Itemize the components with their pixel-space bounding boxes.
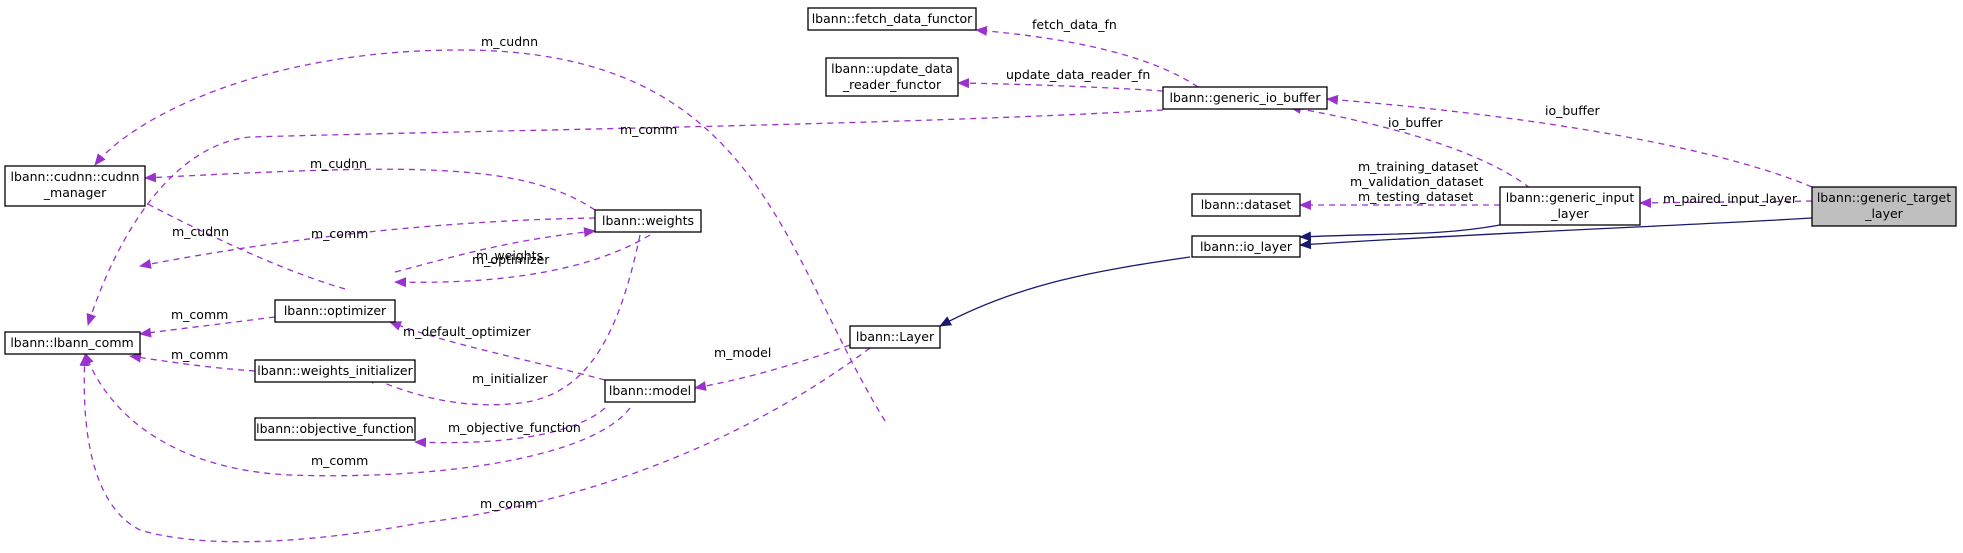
edge-label-m-model: m_model [714,345,771,360]
edge-label-fetch-data-fn: fetch_data_fn [1032,17,1117,32]
edge-label-m-cudnn-weights: m_cudnn [310,156,367,171]
edge-label-m-comm-optimizer: m_comm [171,307,228,322]
edge-label-m-optimizer: m_optimizer [472,252,550,267]
node-io-layer[interactable]: lbann::io_layer [1191,235,1301,258]
node-label: lbann::generic_io_buffer [1170,90,1322,105]
node-label: lbann::Layer [856,329,935,344]
edge-label-m-comm-model: m_comm [311,453,368,468]
edge-m-comm-weights: m_comm [139,217,596,269]
edge-datasets: m_training_dataset m_validation_dataset … [1299,159,1500,210]
node-label-line-2: _layer [1550,206,1589,221]
node-cudnn-manager[interactable]: lbann::cudnn::cudnn _manager [4,165,146,207]
node-label-line-2: _manager [43,185,107,200]
edge-label-update-data-reader-fn: update_data_reader_fn [1006,67,1150,82]
node-dataset[interactable]: lbann::dataset [1191,193,1301,217]
edge-label-m-comm-weights: m_comm [311,226,368,241]
edge-label-m-default-optimizer: m_default_optimizer [403,324,532,339]
edge-inherit-target-to-io-layer [1299,217,1813,250]
edge-m-model: m_model [694,344,851,391]
edge-m-cudnn-layer: m_cudnn [94,34,886,422]
edge-m-initializer: m_initializer [364,234,641,406]
node-label-line-1: lbann::cudnn::cudnn [11,169,140,184]
edge-io-buffer-target: io_buffer [1326,94,1813,188]
node-label: lbann::weights [602,213,694,228]
edge-inherit-io-layer-to-layer [939,256,1191,327]
node-label: lbann::objective_function [256,421,414,436]
edge-label-dataset-training: m_training_dataset [1358,159,1478,174]
edge-inherit-input-to-io-layer [1299,224,1501,242]
node-model[interactable]: lbann::model [604,379,696,403]
node-generic-target-layer[interactable]: lbann::generic_target _layer [1811,186,1957,227]
edge-m-comm-initializer: m_comm [129,347,256,372]
edge-label-m-initializer: m_initializer [472,371,549,386]
edge-m-comm-optimizer: m_comm [139,307,276,338]
edge-update-data-reader-fn: update_data_reader_fn [957,67,1164,92]
node-optimizer[interactable]: lbann::optimizer [274,299,396,323]
node-label: lbann::weights_initializer [257,363,413,378]
edge-m-comm-model: m_comm [84,352,631,477]
edge-label-m-comm-initializer: m_comm [171,347,228,362]
node-label: lbann::optimizer [284,303,387,318]
node-label-line-2: _layer [1864,206,1903,221]
node-generic-io-buffer[interactable]: lbann::generic_io_buffer [1162,86,1328,110]
node-label: lbann::model [609,383,691,398]
node-layer[interactable]: lbann::Layer [849,325,941,349]
edge-label-dataset-validation: m_validation_dataset [1350,174,1484,189]
node-update-data-reader-functor[interactable]: lbann::update_data _reader_functor [825,57,959,97]
edge-m-weights: m_weights [394,227,596,273]
edge-label-m-weights: m_weights [476,248,543,263]
edge-m-objective-function: m_objective_function [414,407,606,448]
edge-label-io-buffer-input: io_buffer [1388,115,1444,130]
edge-m-comm-buffer: m_comm [86,109,1164,326]
edge-m-cudnn-weights: m_cudnn [144,156,596,211]
edge-m-paired-input-layer: m_paired_input_layer [1639,191,1813,208]
edge-fetch-data-fn: fetch_data_fn [975,17,1199,88]
node-fetch-data-functor[interactable]: lbann::fetch_data_functor [807,7,977,31]
edge-label-io-buffer-target: io_buffer [1545,103,1601,118]
node-objective-function[interactable]: lbann::objective_function [254,417,416,441]
node-label-line-2: _reader_functor [842,77,942,92]
edge-label-dataset-testing: m_testing_dataset [1358,189,1473,204]
edge-label-m-cudnn-optimizer: m_cudnn [172,224,229,239]
edge-label-m-comm-layer: m_comm [480,496,537,511]
node-label: lbann::lbann_comm [10,335,133,350]
edge-label-m-cudnn-layer: m_cudnn [481,34,538,49]
node-weights-initializer[interactable]: lbann::weights_initializer [254,359,416,383]
node-weights[interactable]: lbann::weights [594,209,702,233]
node-label: lbann::io_layer [1200,239,1293,254]
node-label: lbann::fetch_data_functor [812,11,973,26]
node-label: lbann::dataset [1201,197,1292,212]
edge-label-m-paired-input-layer: m_paired_input_layer [1663,191,1798,206]
edge-m-comm-layer: m_comm [79,347,871,543]
node-label-line-1: lbann::generic_input [1506,190,1635,205]
edge-label-m-comm-buffer: m_comm [620,122,677,137]
node-label-line-1: lbann::update_data [831,61,953,76]
node-lbann-comm[interactable]: lbann::lbann_comm [4,331,141,355]
edge-m-default-optimizer: m_default_optimizer [389,321,606,381]
edge-m-cudnn-optimizer: m_cudnn [111,184,346,290]
edge-m-optimizer: m_optimizer [394,234,651,288]
edge-label-m-objective-function: m_objective_function [448,420,581,435]
node-label-line-1: lbann::generic_target [1817,190,1951,205]
edge-io-buffer-input: io_buffer [1289,104,1531,189]
node-generic-input-layer[interactable]: lbann::generic_input _layer [1499,186,1641,226]
